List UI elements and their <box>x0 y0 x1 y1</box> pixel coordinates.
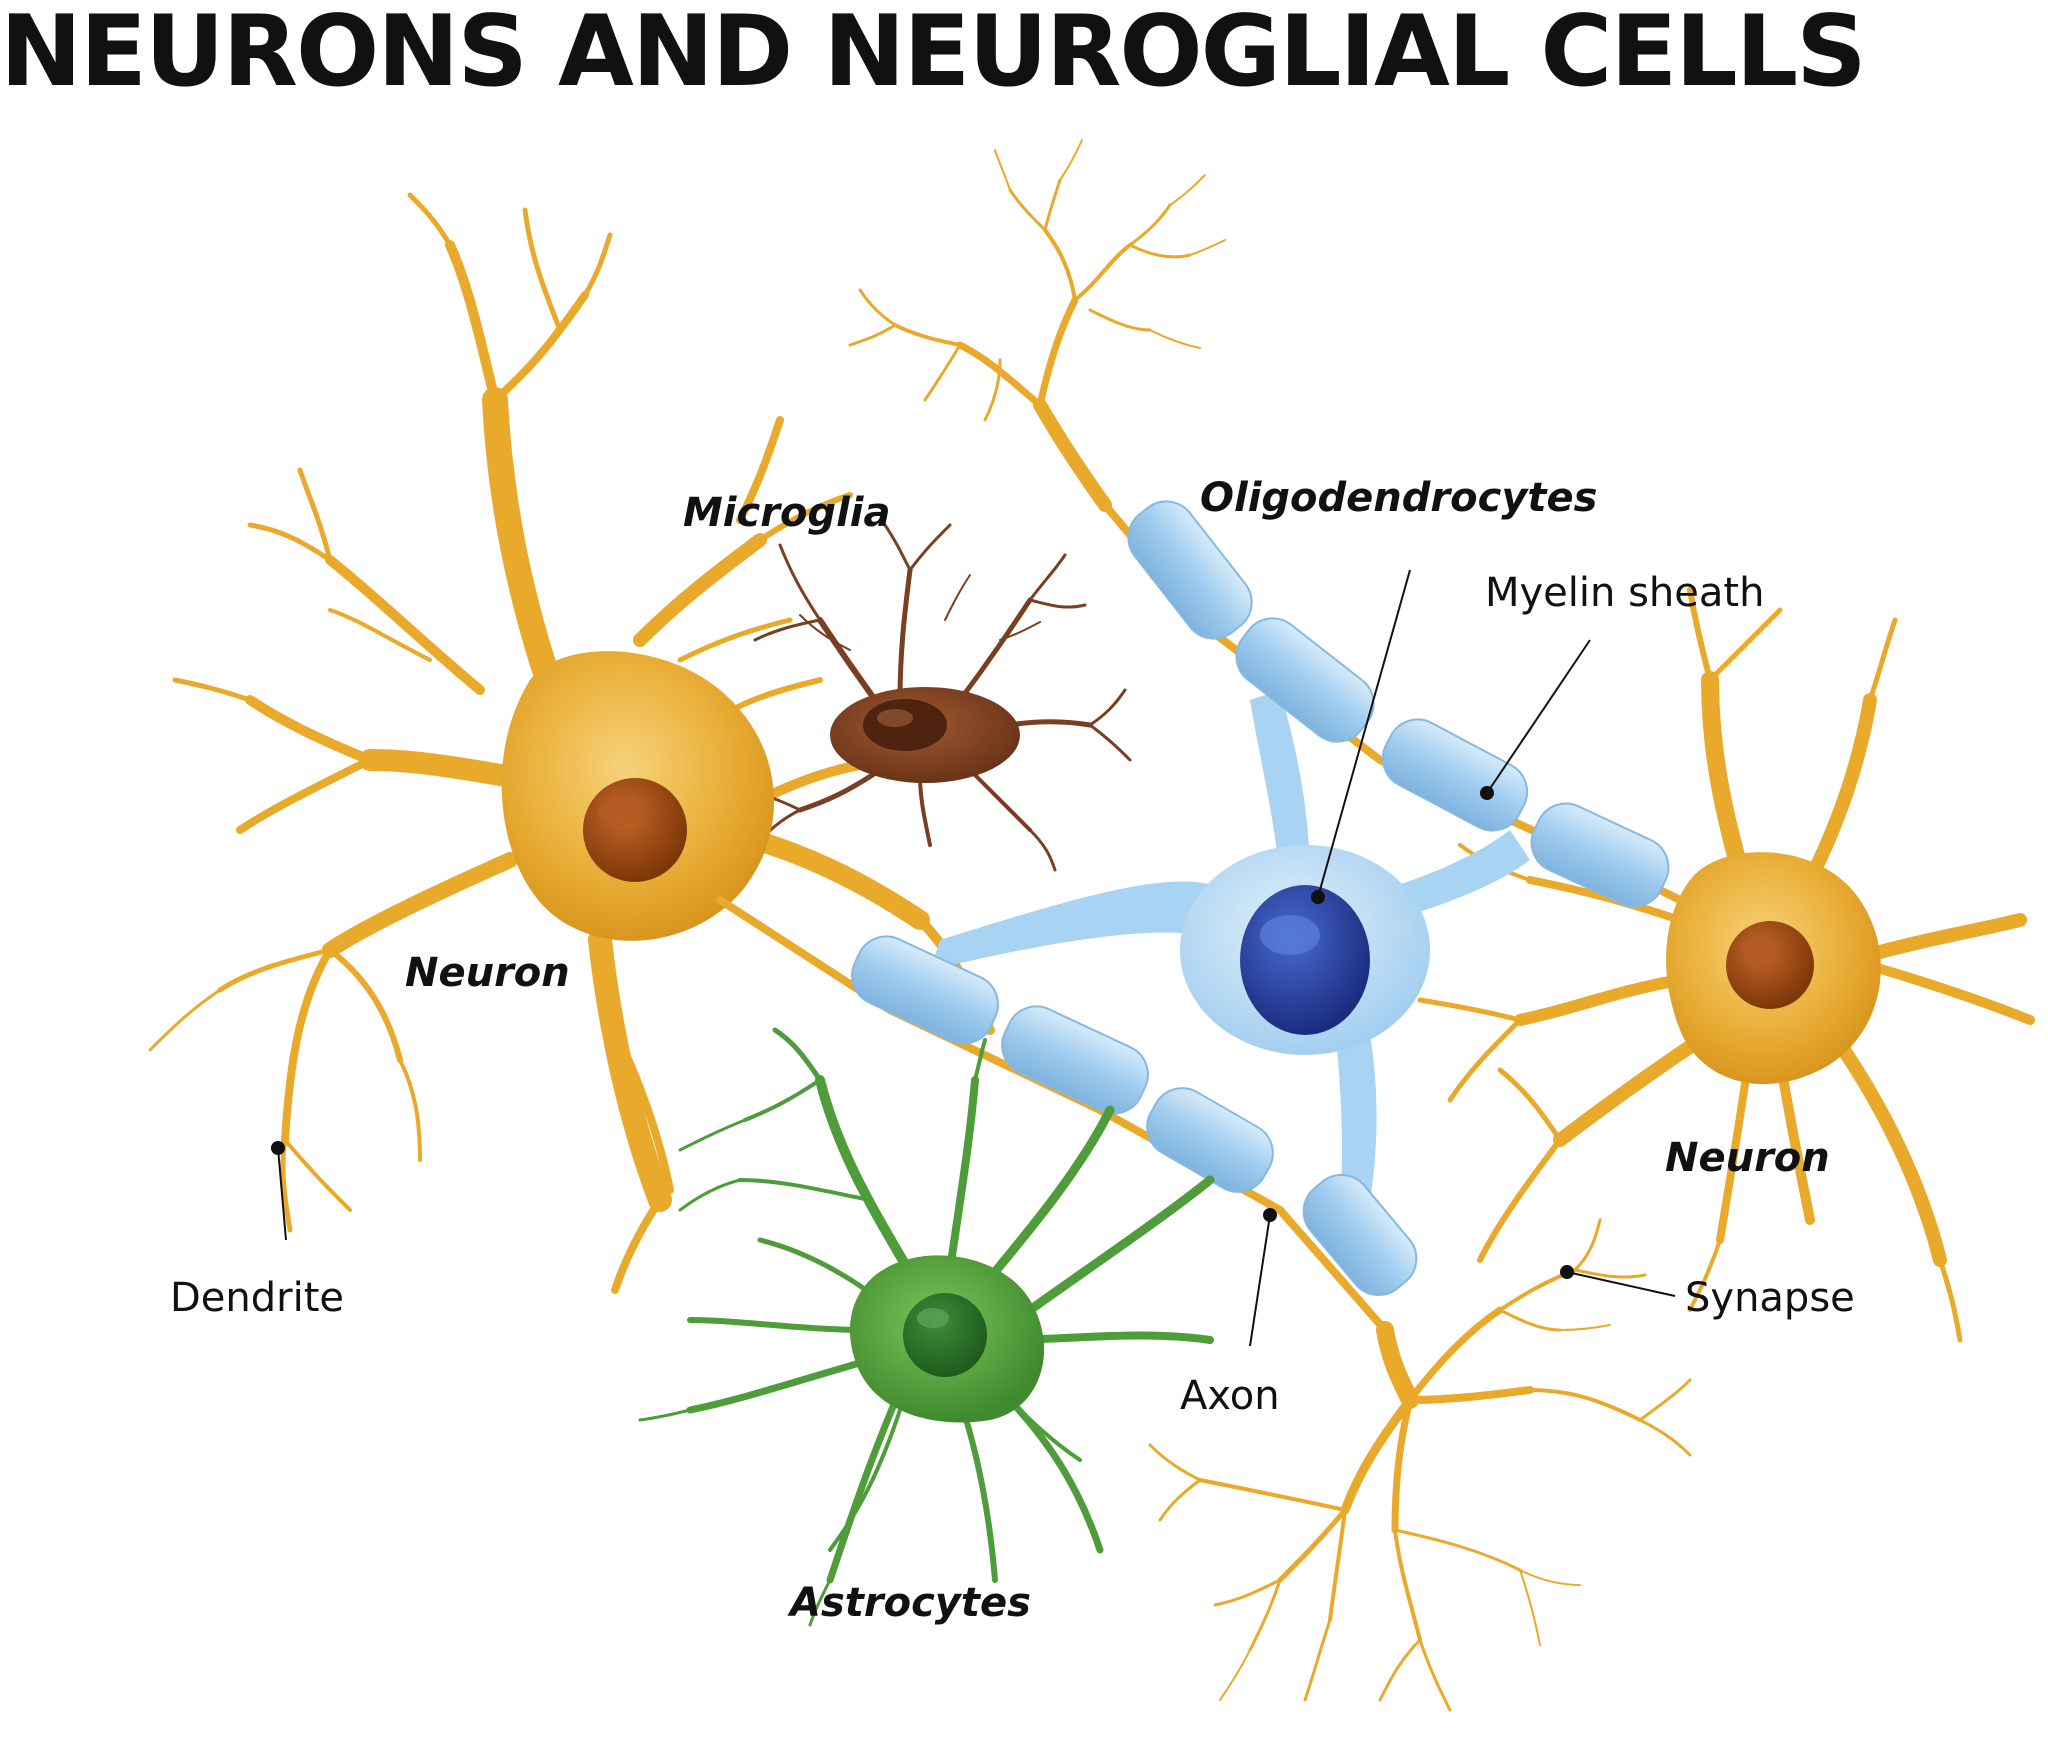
microglia-cell <box>743 523 1132 872</box>
label-synapse: Synapse <box>1685 1275 1855 1321</box>
left-neuron-cell <box>501 651 774 941</box>
oligodendrocyte-cell <box>930 690 1530 1200</box>
label-leader-lines <box>271 569 1676 1347</box>
lower-dendrite-tree <box>1148 1218 1692 1712</box>
label-dendrite: Dendrite <box>170 1275 345 1321</box>
label-astrocytes: Astrocytes <box>790 1580 1031 1626</box>
astrocyte-cell <box>638 1027 1215 1627</box>
label-oligodendrocytes: Oligodendrocytes <box>1200 475 1598 521</box>
label-microglia: Microglia <box>683 490 891 536</box>
label-neuron-left: Neuron <box>405 950 570 996</box>
label-axon: Axon <box>1180 1373 1280 1419</box>
myelin-segments <box>851 500 1670 1297</box>
right-neuron-cell <box>1666 852 1881 1085</box>
label-myelin-sheath: Myelin sheath <box>1485 570 1765 616</box>
page-title: NEURONS AND NEUROGLIAL CELLS <box>0 0 1867 109</box>
label-neuron-right: Neuron <box>1665 1135 1830 1181</box>
left-neuron-processes <box>148 192 995 1294</box>
upper-dendrite-tree <box>848 139 1226 512</box>
